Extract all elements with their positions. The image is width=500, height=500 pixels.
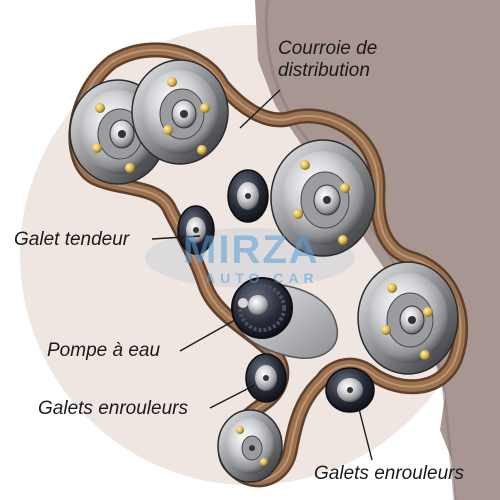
leader-galet-tendeur <box>151 235 201 240</box>
leader-lines <box>151 89 373 461</box>
label-galet-tendeur: Galet tendeur <box>14 229 130 250</box>
leader-galets-left <box>209 384 256 409</box>
label-courroie-line1: Courroie de <box>278 38 378 59</box>
engine-block <box>255 0 500 500</box>
watermark-title: MIRZA <box>183 228 320 272</box>
watermark-subtitle: AUTO CAR <box>205 270 319 286</box>
label-courroie: Courroie de distribution <box>278 38 377 82</box>
label-pompe: Pompe à eau <box>47 340 161 361</box>
idler-roller-icon <box>177 169 375 413</box>
leader-courroie <box>239 89 281 129</box>
leader-pompe <box>179 319 236 352</box>
label-courroie-line2: distribution <box>278 60 370 81</box>
water-pump-icon <box>231 277 338 359</box>
label-galets-enrouleurs-left: Galets enrouleurs <box>38 398 188 419</box>
camshaft-pulley-icon <box>69 59 459 483</box>
label-galets-enrouleurs-bottom: Galets enrouleurs <box>314 463 464 484</box>
leader-galets-bottom <box>357 404 373 461</box>
